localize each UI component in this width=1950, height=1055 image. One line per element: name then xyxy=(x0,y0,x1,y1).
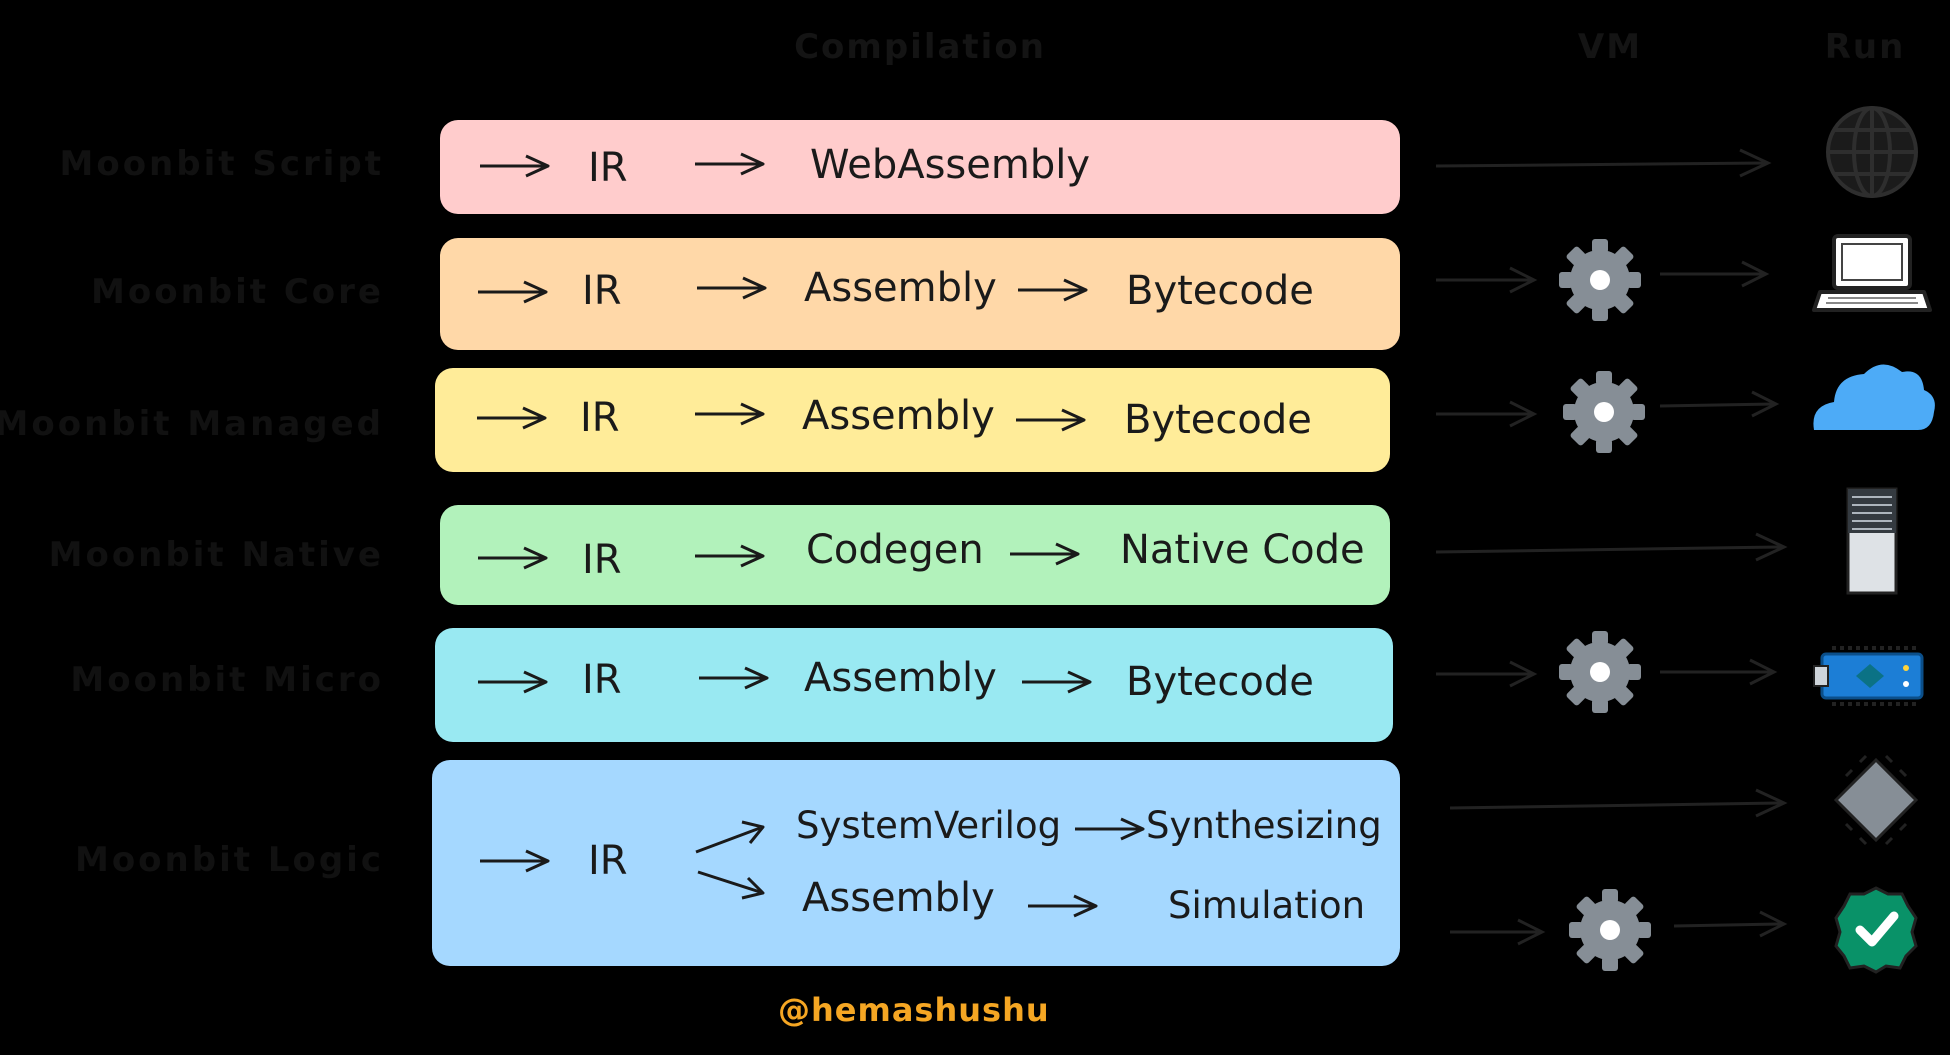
band-script xyxy=(440,120,1400,214)
arrow-icon xyxy=(1660,260,1770,288)
arrow-icon xyxy=(1435,532,1788,562)
step-synthesizing: Synthesizing xyxy=(1146,804,1382,847)
check-badge-icon xyxy=(1834,886,1918,974)
vm-gear-icon xyxy=(1559,239,1641,321)
row-label-managed: Moonbit Managed xyxy=(0,404,384,444)
header-compilation: Compilation xyxy=(794,27,1046,67)
arrow-icon xyxy=(1660,658,1778,686)
chip-icon xyxy=(1833,754,1919,846)
band-native xyxy=(440,505,1390,605)
vm-gear-icon xyxy=(1569,889,1651,971)
step-codegen: Codegen xyxy=(806,527,984,573)
arrow-icon xyxy=(697,870,765,900)
step-ir: IR xyxy=(588,145,628,191)
band-core xyxy=(440,238,1400,350)
laptop-icon xyxy=(1812,234,1932,312)
band-logic xyxy=(432,760,1400,966)
step-ir: IR xyxy=(582,268,622,314)
arrow-icon xyxy=(1026,894,1098,918)
header-vm: VM xyxy=(1577,27,1643,67)
arrow-icon xyxy=(695,820,765,854)
arrow-icon xyxy=(478,154,550,178)
step-webassembly: WebAssembly xyxy=(810,142,1090,188)
step-ir: IR xyxy=(582,537,622,583)
arrow-icon xyxy=(476,280,548,304)
step-bytecode: Bytecode xyxy=(1126,268,1314,314)
arrow-icon xyxy=(693,402,765,426)
step-bytecode: Bytecode xyxy=(1126,659,1314,705)
arrow-icon xyxy=(478,849,550,873)
step-native-code: Native Code xyxy=(1120,527,1365,573)
arrow-icon xyxy=(1435,148,1772,178)
arrow-icon xyxy=(1436,400,1538,428)
step-assembly: Assembly xyxy=(802,875,995,921)
arrow-icon xyxy=(695,276,767,300)
step-simulation: Simulation xyxy=(1168,884,1366,927)
arrow-icon xyxy=(1016,278,1088,302)
vm-gear-icon xyxy=(1563,371,1645,453)
arrow-icon xyxy=(693,544,765,568)
row-label-script: Moonbit Script xyxy=(59,144,384,184)
header-run: Run xyxy=(1824,27,1906,67)
band-micro xyxy=(435,628,1393,742)
arrow-icon xyxy=(1436,660,1538,688)
step-ir: IR xyxy=(582,657,622,703)
step-assembly: Assembly xyxy=(804,265,997,311)
cloud-icon xyxy=(1813,364,1935,430)
step-ir: IR xyxy=(588,838,628,884)
arrow-icon xyxy=(475,406,547,430)
arrow-icon xyxy=(476,546,548,570)
step-assembly: Assembly xyxy=(802,393,995,439)
step-systemverilog: SystemVerilog xyxy=(796,804,1062,847)
arrow-icon xyxy=(1449,788,1788,818)
row-label-native: Moonbit Native xyxy=(48,535,384,575)
step-bytecode: Bytecode xyxy=(1124,397,1312,443)
arrow-icon xyxy=(697,666,769,690)
step-assembly: Assembly xyxy=(804,655,997,701)
author-watermark: @hemashushu xyxy=(778,991,1050,1029)
arrow-icon xyxy=(1659,390,1780,418)
globe-icon xyxy=(1826,106,1918,198)
arrow-icon xyxy=(1020,670,1092,694)
step-ir: IR xyxy=(580,395,620,441)
band-managed xyxy=(435,368,1390,472)
arrow-icon xyxy=(476,670,548,694)
microcontroller-icon xyxy=(1813,646,1924,706)
row-label-micro: Moonbit Micro xyxy=(70,660,384,700)
vm-gear-icon xyxy=(1559,631,1641,713)
arrow-icon xyxy=(1436,266,1538,294)
arrow-icon xyxy=(1014,408,1086,432)
server-icon xyxy=(1846,487,1898,595)
arrow-icon xyxy=(1073,817,1145,841)
row-label-logic: Moonbit Logic xyxy=(74,840,384,880)
arrow-icon xyxy=(1673,910,1788,938)
arrow-icon xyxy=(1008,542,1080,566)
arrow-icon xyxy=(1450,918,1546,946)
row-label-core: Moonbit Core xyxy=(91,272,384,312)
arrow-icon xyxy=(693,152,765,176)
